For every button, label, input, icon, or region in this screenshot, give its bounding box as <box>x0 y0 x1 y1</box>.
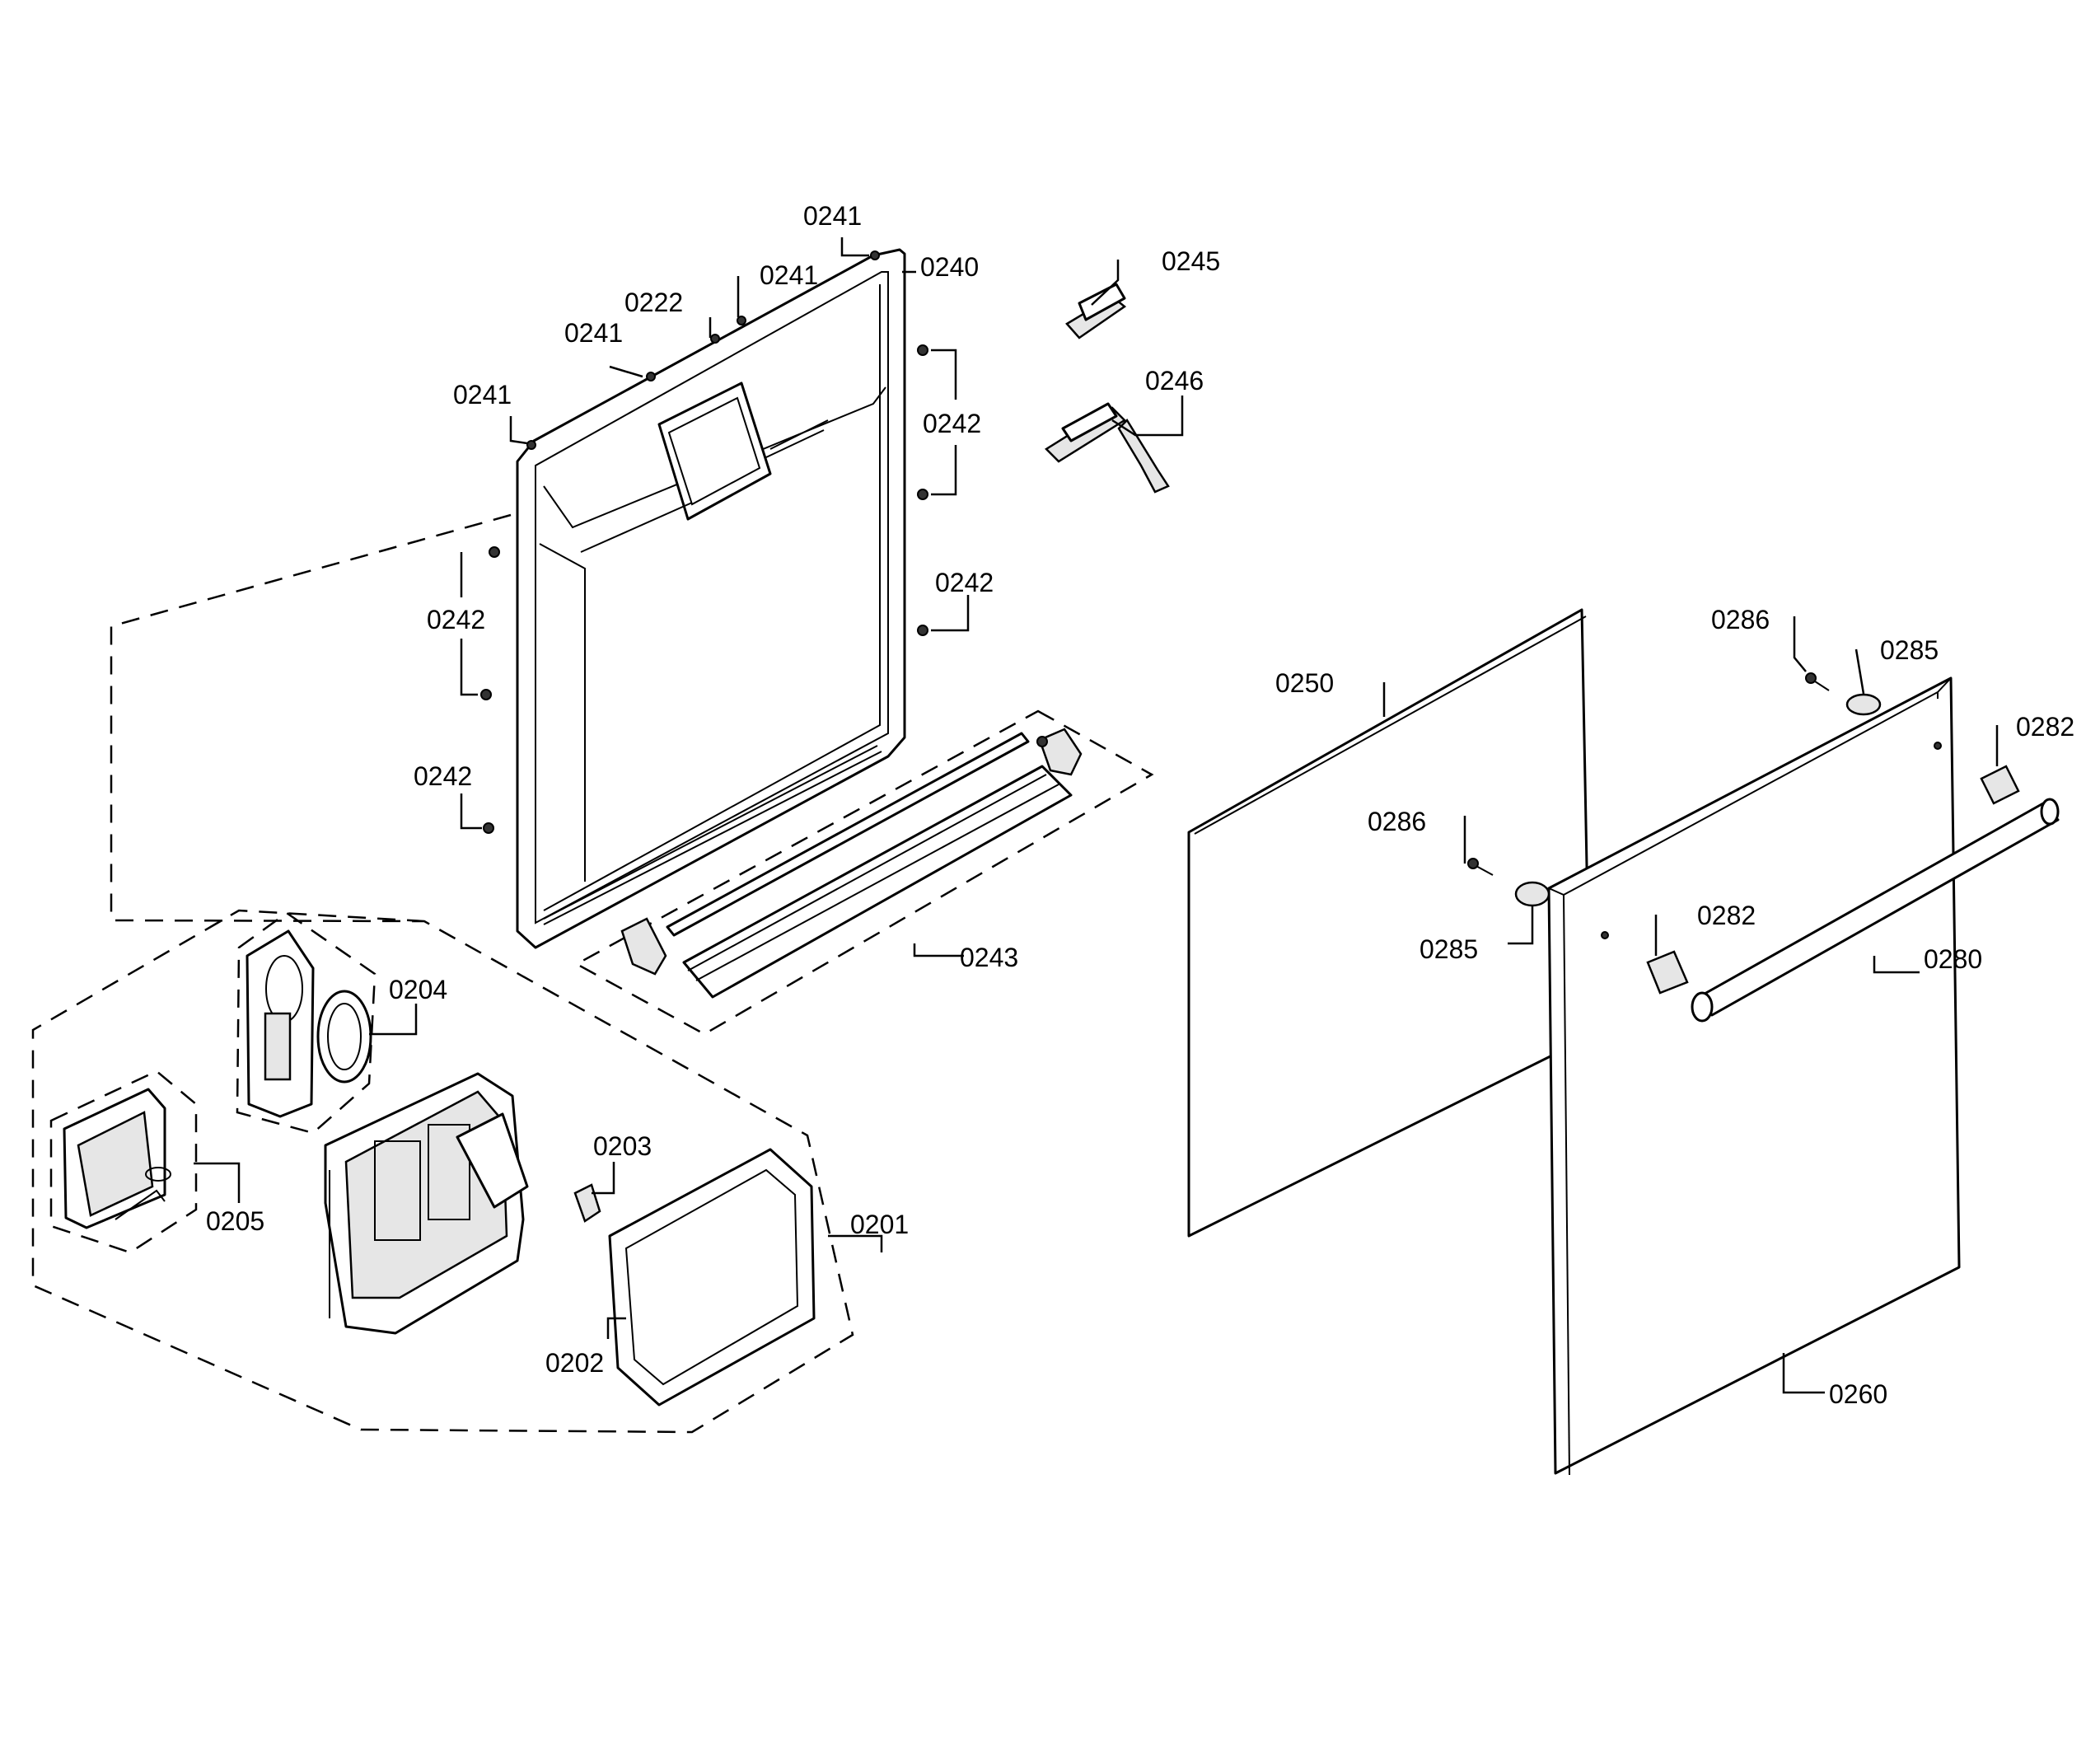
door-handle-0280 <box>1691 798 2060 1023</box>
washer-0285-top <box>1845 693 1882 716</box>
callout-0250: 0250 <box>1275 668 1334 698</box>
callout-0242-c: 0242 <box>427 605 485 634</box>
hinge-part-0245 <box>1065 283 1127 339</box>
screw-0286-top <box>1805 672 1830 691</box>
callout-labels: 0241 0241 0241 0241 0222 0240 0245 0246 … <box>206 201 2074 1409</box>
callout-0204: 0204 <box>389 975 447 1004</box>
callout-0241-a: 0241 <box>803 201 862 231</box>
callout-0285-b: 0285 <box>1419 934 1478 964</box>
callout-0242-b: 0242 <box>935 568 994 597</box>
hinge-part-0246 <box>1045 402 1170 494</box>
control-panel-0205 <box>63 1088 171 1229</box>
callout-0242-a: 0242 <box>923 409 981 438</box>
screw-set <box>480 250 928 834</box>
callout-0286-a: 0286 <box>1711 605 1770 634</box>
inner-door-liner <box>516 248 906 949</box>
projection-line-left <box>110 513 512 919</box>
callout-0201: 0201 <box>850 1210 909 1239</box>
handle-end-cap-0282-left <box>1646 950 1689 995</box>
front-door-panel-0260 <box>1547 676 1961 1476</box>
callout-0282-a: 0282 <box>2016 712 2074 742</box>
callout-0222: 0222 <box>624 288 683 317</box>
clip-part-0203 <box>573 1183 601 1223</box>
callout-0245: 0245 <box>1162 246 1220 276</box>
callout-0282-b: 0282 <box>1697 901 1756 930</box>
screw-0286-bottom <box>1467 858 1494 876</box>
dispenser-body <box>324 1072 529 1335</box>
bottom-trim-strip <box>620 728 1083 999</box>
callout-0241-c: 0241 <box>564 318 623 348</box>
leader-lines <box>194 237 1999 1394</box>
callout-0243: 0243 <box>960 943 1018 972</box>
callout-0202: 0202 <box>545 1348 604 1378</box>
callout-0240: 0240 <box>920 252 979 282</box>
callout-0286-b: 0286 <box>1368 807 1426 836</box>
outer-panel-0250 <box>1187 608 1592 1238</box>
assembly-boundary-0204 <box>236 911 377 1135</box>
callout-0280: 0280 <box>1924 944 1982 974</box>
callout-0285-a: 0285 <box>1880 635 1939 665</box>
callout-0242-d: 0242 <box>414 761 472 791</box>
callout-0203: 0203 <box>593 1131 652 1161</box>
gasket-ring-0204 <box>316 990 372 1084</box>
assembly-boundary-0201 <box>31 909 854 1434</box>
handle-end-cap-0282-right <box>1980 765 2020 805</box>
callout-0205: 0205 <box>206 1206 264 1236</box>
callout-0241-d: 0241 <box>453 380 512 410</box>
washer-0285-bottom <box>1514 881 1550 907</box>
dispenser-frame-0202 <box>608 1148 816 1407</box>
callout-0241-b: 0241 <box>760 260 818 290</box>
callout-0246: 0246 <box>1145 366 1204 396</box>
dispenser-bracket <box>246 929 315 1118</box>
callout-0260: 0260 <box>1829 1379 1887 1409</box>
assembly-boundary-0205 <box>49 1070 198 1254</box>
